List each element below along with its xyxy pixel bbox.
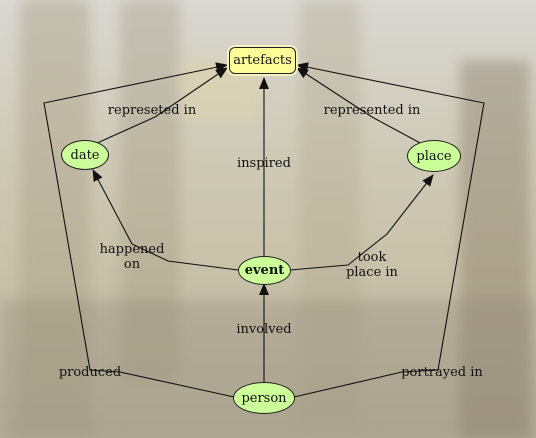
edge-event-place — [289, 174, 434, 271]
node-date[interactable]: date — [61, 140, 109, 170]
node-artefacts[interactable]: artefacts — [229, 47, 296, 74]
edge-date-artefacts — [94, 67, 228, 145]
node-event-label: event — [244, 263, 285, 278]
node-person-label: person — [241, 390, 287, 406]
edge-label-date-artefacts: represeted in — [107, 103, 197, 118]
edge-label-event-artefacts: inspired — [237, 156, 291, 171]
node-artefacts-label: artefacts — [233, 53, 292, 68]
edge-place-artefacts — [296, 67, 423, 145]
edge-event-date — [92, 169, 239, 271]
edge-label-person-event: involved — [236, 322, 292, 337]
edge-label-portrayed-in: portrayed in — [401, 365, 483, 380]
node-place-label: place — [416, 148, 452, 164]
edge-person-artefacts-produced — [43, 62, 235, 398]
node-event[interactable]: event — [238, 256, 291, 285]
edge-label-event-date: happened on — [99, 242, 165, 272]
edge-label-produced: produced — [58, 365, 122, 380]
node-person[interactable]: person — [233, 382, 295, 414]
node-place[interactable]: place — [407, 140, 461, 172]
edge-label-place-artefacts: represented in — [323, 103, 421, 118]
edge-label-event-place: took place in — [346, 250, 398, 280]
node-date-label: date — [70, 147, 100, 163]
edge-person-artefacts-portrayed — [293, 62, 485, 398]
